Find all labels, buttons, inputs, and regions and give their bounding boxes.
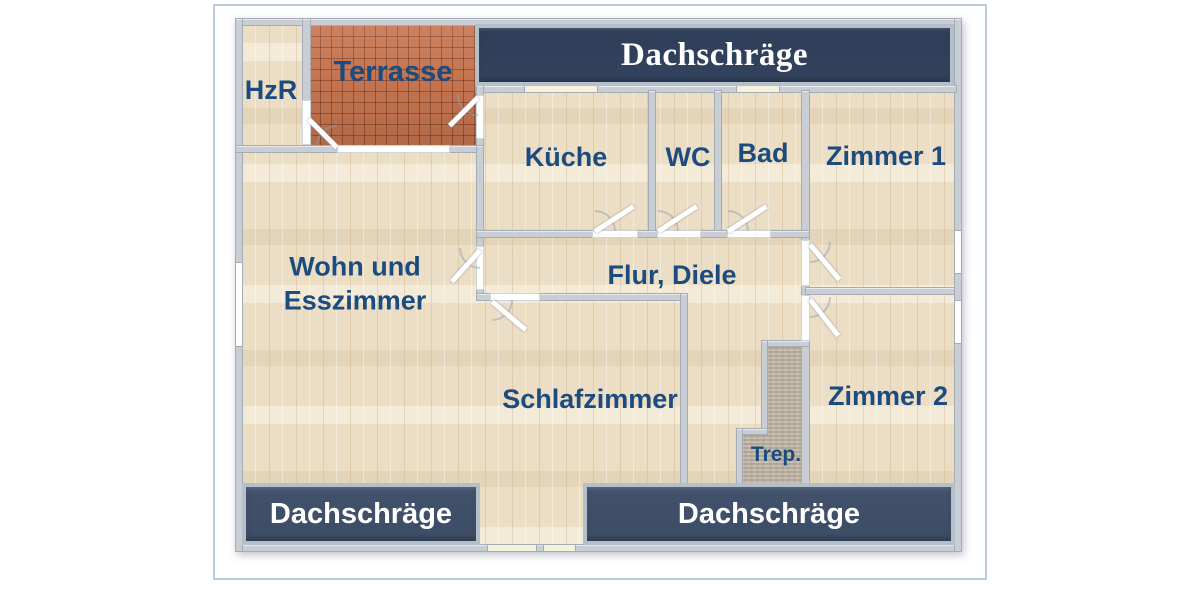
wall-stairs-left-upper [761, 340, 768, 435]
wall-outer-bottom [235, 544, 962, 552]
room-label-zimmer2: Zimmer 2 [827, 381, 949, 412]
door-opening-zimmer2 [801, 295, 810, 341]
door-opening-wohnzimmer [476, 246, 484, 290]
door-opening-bad [727, 230, 771, 238]
stair-carpet-lower [741, 431, 768, 483]
room-label-wc: WC [665, 142, 711, 173]
room-label-bad: Bad [737, 138, 789, 169]
room-label-terrasse: Terrasse [333, 55, 453, 88]
wall-zimmer1-zimmer2 [805, 287, 955, 295]
roof-window-kueche [524, 85, 598, 93]
roof-slope-banner-bottom-left: Dachschräge [242, 483, 480, 545]
roof-slope-label-bottom-left: Dachschräge [269, 497, 453, 530]
window-bottom-schlafzimmer-1 [487, 544, 537, 552]
door-opening-terrace [337, 145, 450, 153]
window-bottom-schlafzimmer-2 [543, 544, 576, 552]
roof-slope-label-bottom-right: Dachschräge [677, 497, 861, 530]
wall-flur-top [476, 230, 810, 238]
window-left-wohnzimmer [235, 262, 243, 347]
roof-slope-label-top: Dachschräge [621, 36, 808, 73]
room-label-wohn-esszimmer-line1: Wohn und [289, 251, 421, 282]
wall-schlafzimmer-right [680, 293, 688, 485]
door-opening-kueche-terrace [476, 95, 484, 139]
door-opening-wc [657, 230, 701, 238]
room-label-kueche: Küche [524, 142, 608, 173]
room-label-wohn-esszimmer: Wohn und Esszimmer [284, 250, 427, 318]
window-right-zimmer2 [954, 300, 962, 344]
room-label-flur: Flur, Diele [607, 260, 737, 291]
roof-slope-banner-bottom-right: Dachschräge [583, 483, 955, 545]
roof-slope-banner-top: Dachschräge [475, 24, 954, 86]
window-right-zimmer1 [954, 230, 962, 274]
wall-stairs-top [761, 340, 810, 347]
stair-carpet-upper [766, 344, 804, 483]
roof-window-bad [736, 85, 780, 93]
wall-outer-right [954, 18, 962, 552]
room-label-hzr: HzR [244, 75, 298, 106]
room-label-wohn-esszimmer-line2: Esszimmer [283, 285, 427, 315]
door-opening-kueche [592, 230, 638, 238]
door-opening-zimmer1 [801, 240, 810, 286]
room-label-zimmer1: Zimmer 1 [825, 141, 947, 172]
wall-stairs-left-lower [736, 428, 743, 485]
door-opening-schlafzimmer [490, 293, 540, 301]
room-label-schlafzimmer: Schlafzimmer [502, 384, 678, 415]
room-label-treppe: Trep. [750, 442, 802, 466]
